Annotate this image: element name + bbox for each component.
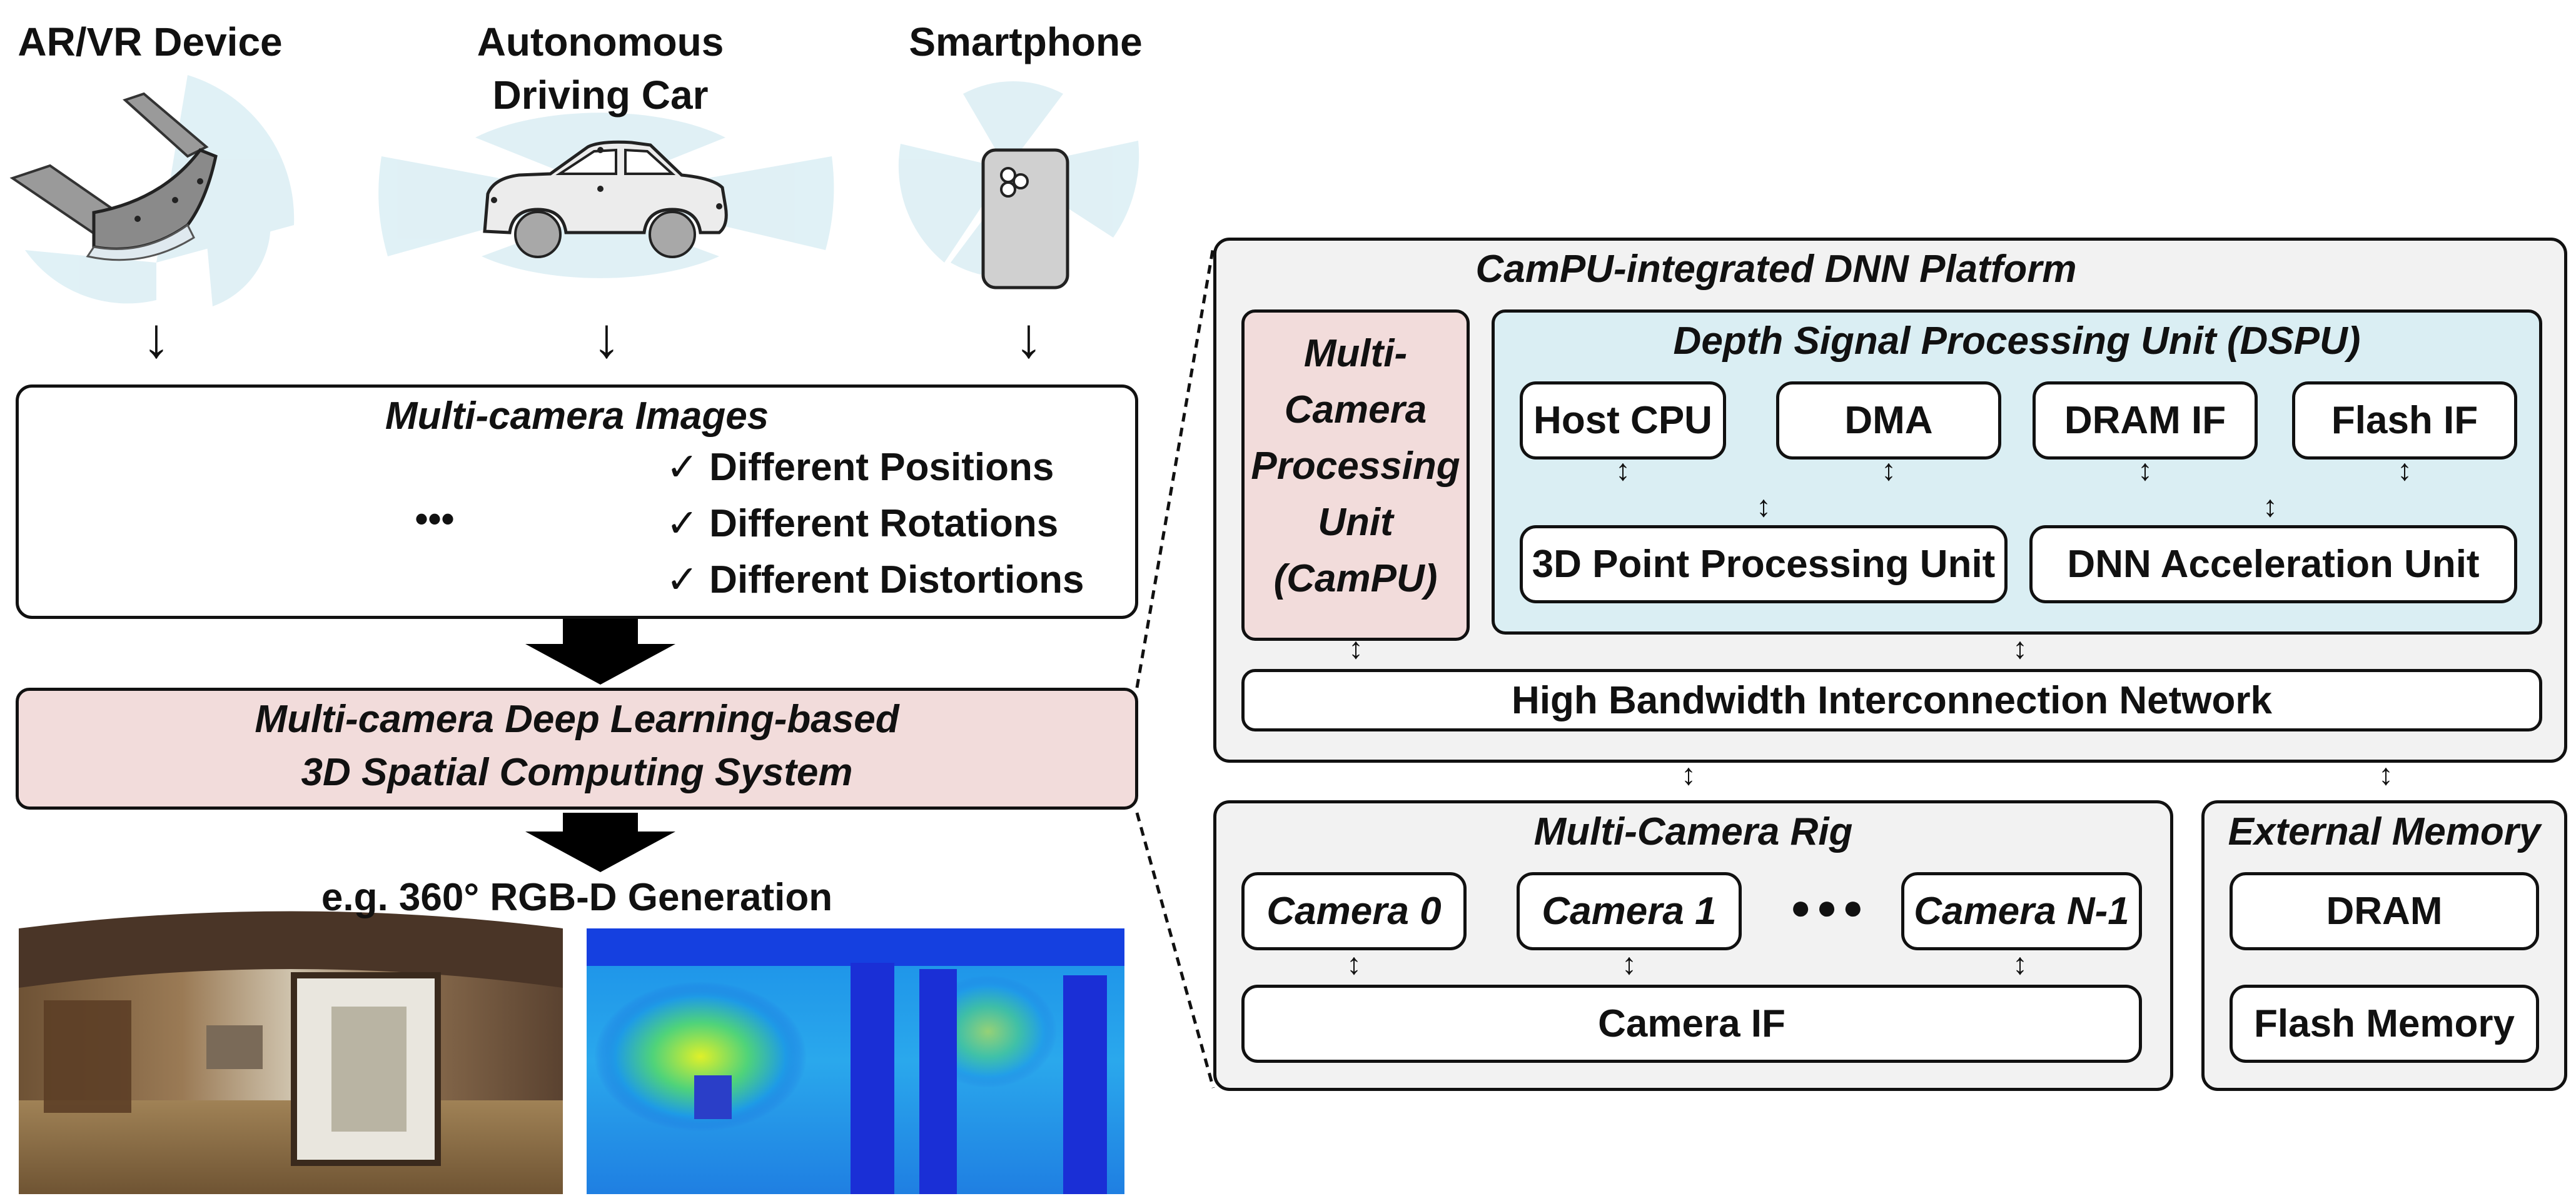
arrow-host-cpu-bus: ↕	[1615, 454, 1630, 487]
flash-memory-block: Flash Memory	[2230, 985, 2539, 1063]
arrow-camera0-if: ↕	[1346, 948, 1361, 981]
rig-title: Multi-Camera Rig	[1533, 810, 1853, 853]
dspu-title: Depth Signal Processing Unit (DSPU)	[1673, 319, 2361, 363]
dnn-acceleration-label: DNN Acceleration Unit	[2067, 543, 2480, 586]
camera-if-block: Camera IF	[1241, 985, 2142, 1063]
system-line1: Multi-camera Deep Learning-based	[255, 698, 899, 741]
images-item-positions: ✓ Different Positions	[666, 446, 1054, 489]
multi-camera-images-panel	[16, 384, 1138, 619]
spatial-computing-system-box	[16, 688, 1138, 810]
camera-n-label: Camera N-1	[1914, 890, 2129, 933]
car-label-line2: Driving Car	[492, 73, 709, 118]
arrow-platform-rig: ↕	[1681, 758, 1696, 791]
smartphone-illustration	[981, 148, 1069, 289]
arrow-campu-network: ↕	[1348, 632, 1363, 665]
flash-if-block: Flash IF	[2292, 381, 2517, 460]
images-ellipsis: •••	[415, 498, 455, 540]
campu-line2: Camera	[1284, 388, 1427, 431]
dram-block: DRAM	[2230, 872, 2539, 950]
phone-label: Smartphone	[909, 19, 1143, 64]
camera-0-label: Camera 0	[1266, 890, 1442, 933]
dram-if-label: DRAM IF	[2064, 399, 2226, 442]
host-cpu-label: Host CPU	[1533, 399, 1712, 442]
big-arrow-2	[525, 813, 675, 872]
rgb-panorama	[19, 911, 563, 1194]
output-caption: e.g. 360° RGB-D Generation	[321, 876, 833, 919]
dma-label: DMA	[1844, 399, 1933, 442]
arrow-dspu-network: ↕	[2013, 632, 2028, 665]
camera-if-label: Camera IF	[1598, 1002, 1786, 1045]
dma-block: DMA	[1776, 381, 2001, 460]
camera-n-block: Camera N-1	[1901, 872, 2142, 950]
flash-if-label: Flash IF	[2331, 399, 2478, 442]
images-panel-title: Multi-camera Images	[385, 394, 769, 438]
down-arrow-phone: ↓	[1014, 307, 1043, 369]
campu-line5: (CamPU)	[1273, 557, 1438, 600]
camera-ellipsis: ●●●	[1790, 887, 1869, 927]
images-item-distortions: ✓ Different Distortions	[666, 558, 1084, 601]
interconnection-network: High Bandwidth Interconnection Network	[1241, 669, 2542, 731]
car-illustration	[483, 140, 728, 258]
point-processing-unit: 3D Point Processing Unit	[1520, 525, 2008, 603]
dram-label: DRAM	[2326, 890, 2443, 933]
dram-if-block: DRAM IF	[2033, 381, 2258, 460]
network-label: High Bandwidth Interconnection Network	[1512, 678, 2272, 722]
big-arrow-1	[525, 619, 675, 685]
campu-line4: Unit	[1318, 501, 1393, 544]
arvr-headset	[9, 92, 218, 261]
campu-line3: Processing	[1251, 445, 1460, 488]
camera-1-block: Camera 1	[1517, 872, 1742, 950]
camera-0-block: Camera 0	[1241, 872, 1467, 950]
images-item-rotations: ✓ Different Rotations	[666, 502, 1059, 545]
campu-block	[1241, 309, 1470, 641]
depth-map	[587, 928, 1124, 1194]
campu-line1: Multi-	[1303, 332, 1408, 375]
arrow-cameraN-if: ↕	[2013, 948, 2028, 981]
car-label-line1: Autonomous	[477, 19, 724, 64]
camera-1-label: Camera 1	[1542, 890, 1717, 933]
dnn-acceleration-unit: DNN Acceleration Unit	[2029, 525, 2517, 603]
memory-title: External Memory	[2228, 810, 2541, 853]
host-cpu-block: Host CPU	[1520, 381, 1726, 460]
arrow-bus-point: ↕	[1756, 490, 1771, 523]
zoom-line-bottom	[1135, 812, 1215, 1088]
arrow-bus-dnn: ↕	[2263, 490, 2278, 523]
arrow-platform-memory: ↕	[2378, 758, 2393, 791]
arrow-dram-if-bus: ↕	[2138, 454, 2153, 487]
arrow-camera1-if: ↕	[1622, 948, 1637, 981]
zoom-line-top	[1135, 246, 1215, 688]
platform-title: CamPU-integrated DNN Platform	[1475, 248, 2077, 291]
arvr-label: AR/VR Device	[18, 19, 283, 64]
system-line2: 3D Spatial Computing System	[301, 751, 853, 794]
flash-memory-label: Flash Memory	[2254, 1002, 2515, 1045]
point-processing-label: 3D Point Processing Unit	[1532, 543, 1996, 586]
down-arrow-car: ↓	[592, 307, 621, 369]
arrow-flash-if-bus: ↕	[2397, 454, 2412, 487]
arrow-dma-bus: ↕	[1881, 454, 1896, 487]
down-arrow-arvr: ↓	[142, 307, 171, 369]
